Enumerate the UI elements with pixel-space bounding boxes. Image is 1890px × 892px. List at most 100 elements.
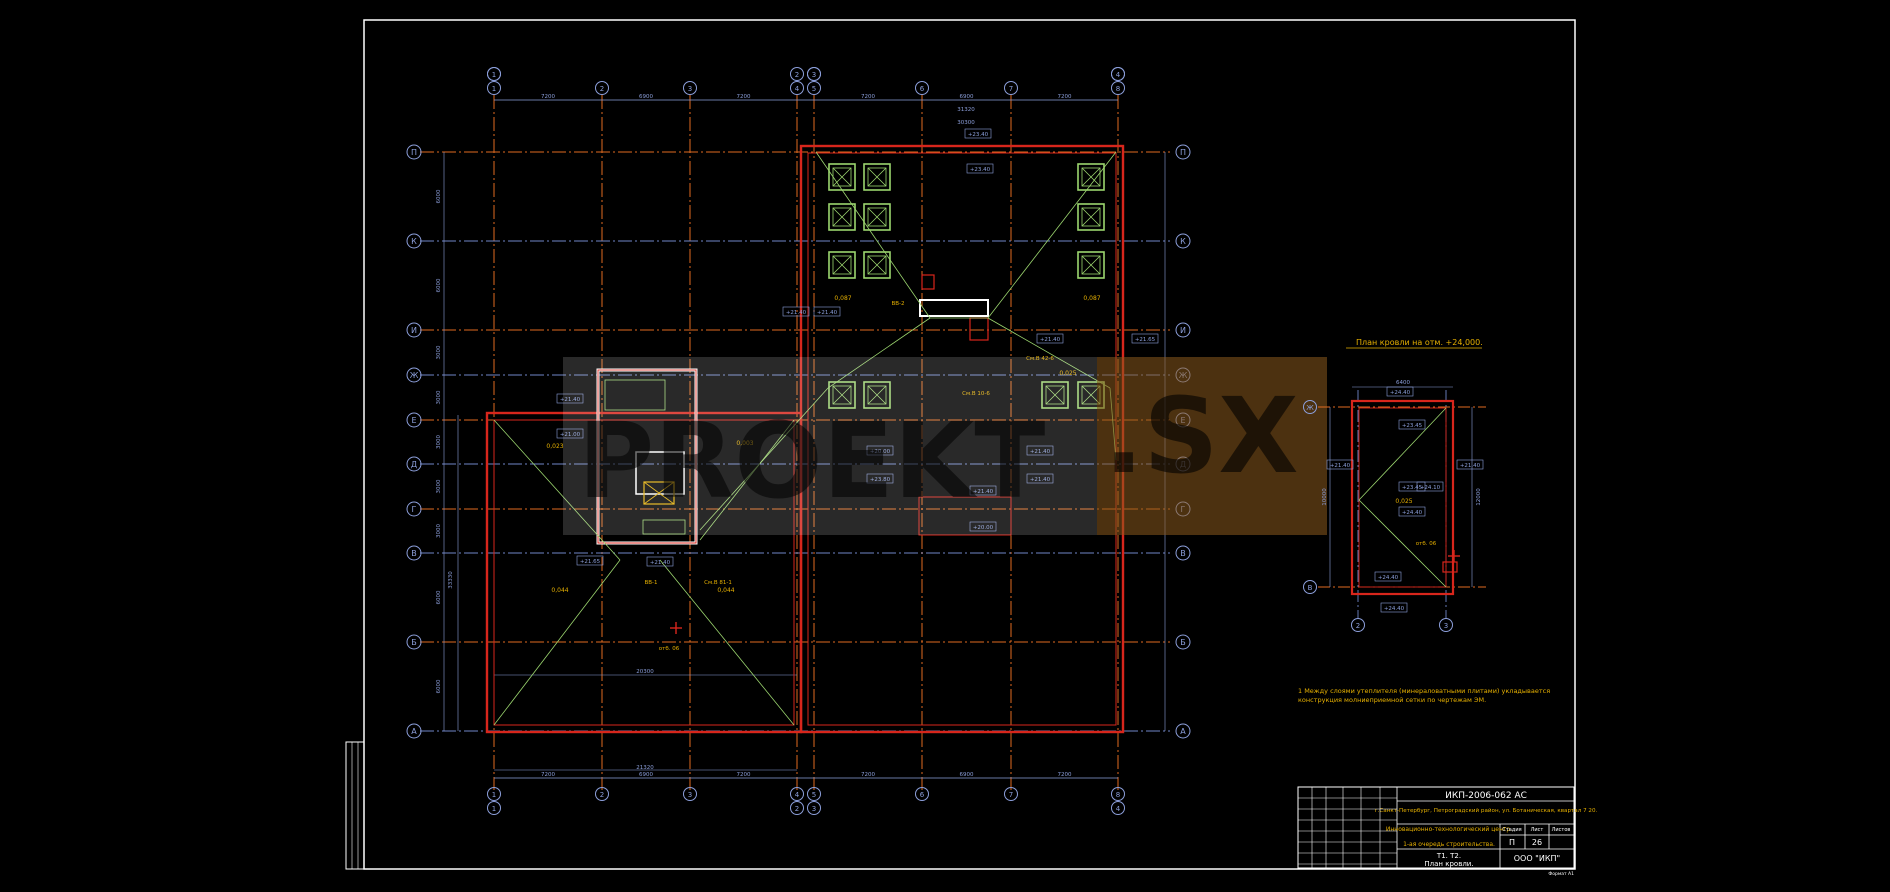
stage-value: П — [1509, 838, 1515, 847]
axis-bubble-top — [807, 81, 821, 95]
elevation-tag — [646, 556, 674, 567]
axis-label-bottom: 3 — [688, 791, 692, 799]
note-line-1: 1 Между слоями утеплителя (минераловатны… — [1298, 687, 1550, 695]
note-line-2: конструкция молниеприемной сетки по черт… — [1298, 696, 1486, 704]
slope-label: 0,003 — [736, 440, 753, 447]
detail-elevation-tag — [1374, 571, 1402, 582]
elevation-tag — [866, 445, 894, 456]
sheet-label: Лист — [1531, 827, 1544, 833]
axis-bubble-top-row2b — [807, 67, 821, 81]
fan-unit — [863, 381, 891, 409]
dim-overall-bottom: 21320 — [636, 765, 654, 771]
dim-left-value: 3000 — [436, 345, 442, 359]
watermark: PROEKT .SX — [563, 357, 1327, 535]
fan-unit — [863, 203, 891, 231]
axis-label-bottom-row2: 4 — [1116, 805, 1121, 813]
parapet-left-block — [485, 411, 803, 734]
axis-label-bottom: 1 — [492, 791, 496, 799]
axis-label-bottom: 5 — [812, 791, 816, 799]
axis-bubble-bottom — [1004, 787, 1018, 801]
plan-note: См.В 81-1 — [704, 580, 732, 586]
axis-bubble-right — [1175, 233, 1191, 249]
detail-dim-value: 12000 — [1476, 488, 1482, 506]
detail-elevation-value: +24.40 — [1384, 606, 1405, 612]
axis-bubble-bottom-row2 — [1111, 801, 1125, 815]
axis-bubble-left — [406, 144, 422, 160]
axis-bubble-top — [1111, 81, 1125, 95]
elevation-value: +20.00 — [870, 449, 891, 455]
axis-label-top-row2: 2 — [795, 71, 799, 79]
fan-unit — [828, 381, 856, 409]
dim-value: 7200 — [737, 772, 751, 778]
detail-parapet-inner — [1358, 407, 1447, 588]
elevation-value: +21.40 — [1030, 449, 1051, 455]
ridge-line — [827, 317, 931, 389]
elevation-tag — [556, 393, 584, 404]
axis-bubble-bottom-row2 — [487, 801, 501, 815]
slope-label: 0,025 — [1059, 370, 1076, 377]
elevation-value: +23.40 — [968, 132, 989, 138]
axis-bubble-top — [683, 81, 697, 95]
dim-value: 7200 — [1058, 772, 1072, 778]
axis-bubble-bottom — [807, 787, 821, 801]
dim-left-value: 3000 — [436, 479, 442, 493]
address: г.Санкт-Петербург, Петроградский район, … — [1375, 807, 1598, 814]
axis-bubble-right — [1175, 723, 1191, 739]
detail-parapet — [1350, 399, 1455, 596]
axis-label-top: 6 — [920, 85, 925, 93]
detail-axis-label: В — [1308, 584, 1313, 592]
detail-elevation-value: +24.10 — [1420, 485, 1441, 491]
axis-bubble-left — [406, 322, 422, 338]
dim-value: 6900 — [960, 772, 974, 778]
detail-elevation-tag — [1398, 506, 1426, 517]
elevation-tag — [782, 306, 810, 317]
elevation-tag — [866, 473, 894, 484]
dim-left-value: 6000 — [436, 590, 442, 604]
axis-label-top: 8 — [1116, 85, 1120, 93]
elevation-value: +21.40 — [1040, 337, 1061, 343]
detail-elevation-value: +21.40 — [1330, 463, 1351, 469]
detail-elevation-tag — [1380, 602, 1408, 613]
detail-elevation-value: +24.40 — [1390, 390, 1411, 396]
elevation-tag — [964, 128, 992, 139]
dim-value: 7200 — [861, 94, 875, 100]
stage-label: Стадия — [1502, 827, 1521, 833]
axis-bubble-right — [1175, 322, 1191, 338]
drawing-code: ИКП-2006-062 АС — [1445, 791, 1527, 801]
elevation-tag — [1026, 445, 1054, 456]
dim-left-value: 6000 — [436, 278, 442, 292]
fan-unit — [1077, 163, 1105, 191]
dim-left-value: 3000 — [436, 390, 442, 404]
axis-label-top: 3 — [688, 85, 692, 93]
ridge-line — [493, 419, 621, 561]
ridge-line — [987, 317, 1111, 389]
axis-label-top-row2: 4 — [1116, 71, 1121, 79]
dim-overall: 31320 — [957, 107, 975, 113]
axis-label-top: 7 — [1009, 85, 1013, 93]
elevation-tag — [969, 521, 997, 532]
dim-value: 6900 — [639, 94, 653, 100]
roof-equipment — [670, 163, 1460, 634]
axis-bubble-bottom — [915, 787, 929, 801]
dim-value: 7200 — [861, 772, 875, 778]
plan-note: отб. 06 — [659, 646, 680, 652]
axis-bubble-bottom — [790, 787, 804, 801]
axis-label-bottom: 7 — [1009, 791, 1013, 799]
axis-label-left: И — [411, 326, 417, 335]
axis-label-bottom-row2: 1 — [492, 805, 496, 813]
elevator-hatch — [643, 481, 675, 505]
axis-label-right: Б — [1180, 638, 1186, 647]
building-name: Т1. Т2. — [1436, 852, 1461, 860]
detail-axis-bubble — [1303, 580, 1317, 594]
stair-tower-outline — [597, 369, 697, 544]
detail-dim-value: 10000 — [1322, 488, 1328, 506]
detail-ridge — [1358, 407, 1447, 501]
elevation-value: +21.40 — [650, 560, 671, 566]
axis-label-bottom: 8 — [1116, 791, 1120, 799]
elevation-tag — [966, 163, 994, 174]
title-block: ИКП-2006-062 АС г.Санкт-Петербург, Петро… — [1297, 786, 1598, 877]
fan-unit — [828, 203, 856, 231]
detail-elevation-tag — [1456, 459, 1484, 470]
axis-bubble-bottom-row2 — [790, 801, 804, 815]
